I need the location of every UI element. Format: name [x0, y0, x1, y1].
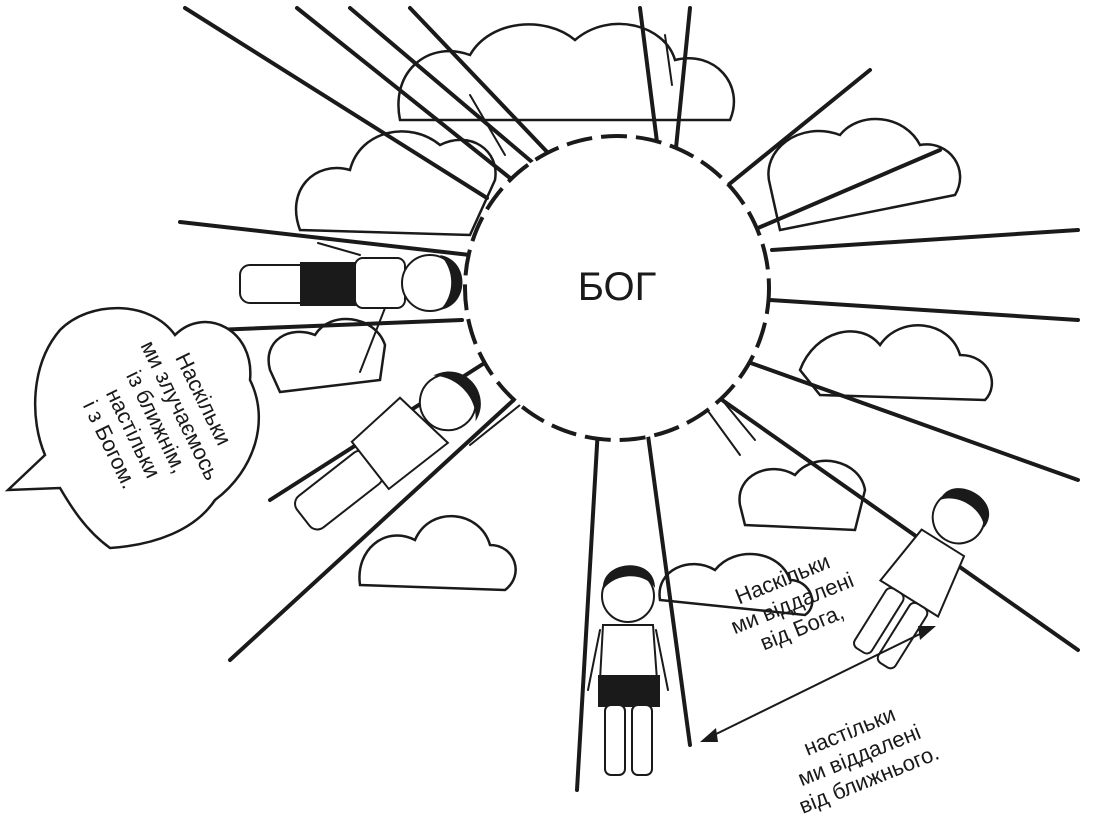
heart-speech-bubble: Наскільки ми злучаємось із ближнім, наст… — [8, 308, 259, 548]
caption-distance-neighbor: настільки ми віддалені від ближнього. — [776, 691, 943, 818]
cloud-bottom-right — [740, 461, 865, 530]
figure-girl-right — [843, 475, 1004, 676]
cloud-left-low — [269, 319, 385, 392]
cloud-bottom-left — [359, 516, 515, 590]
god-label: БОГ — [578, 265, 657, 309]
figure-boy-center — [588, 565, 668, 775]
